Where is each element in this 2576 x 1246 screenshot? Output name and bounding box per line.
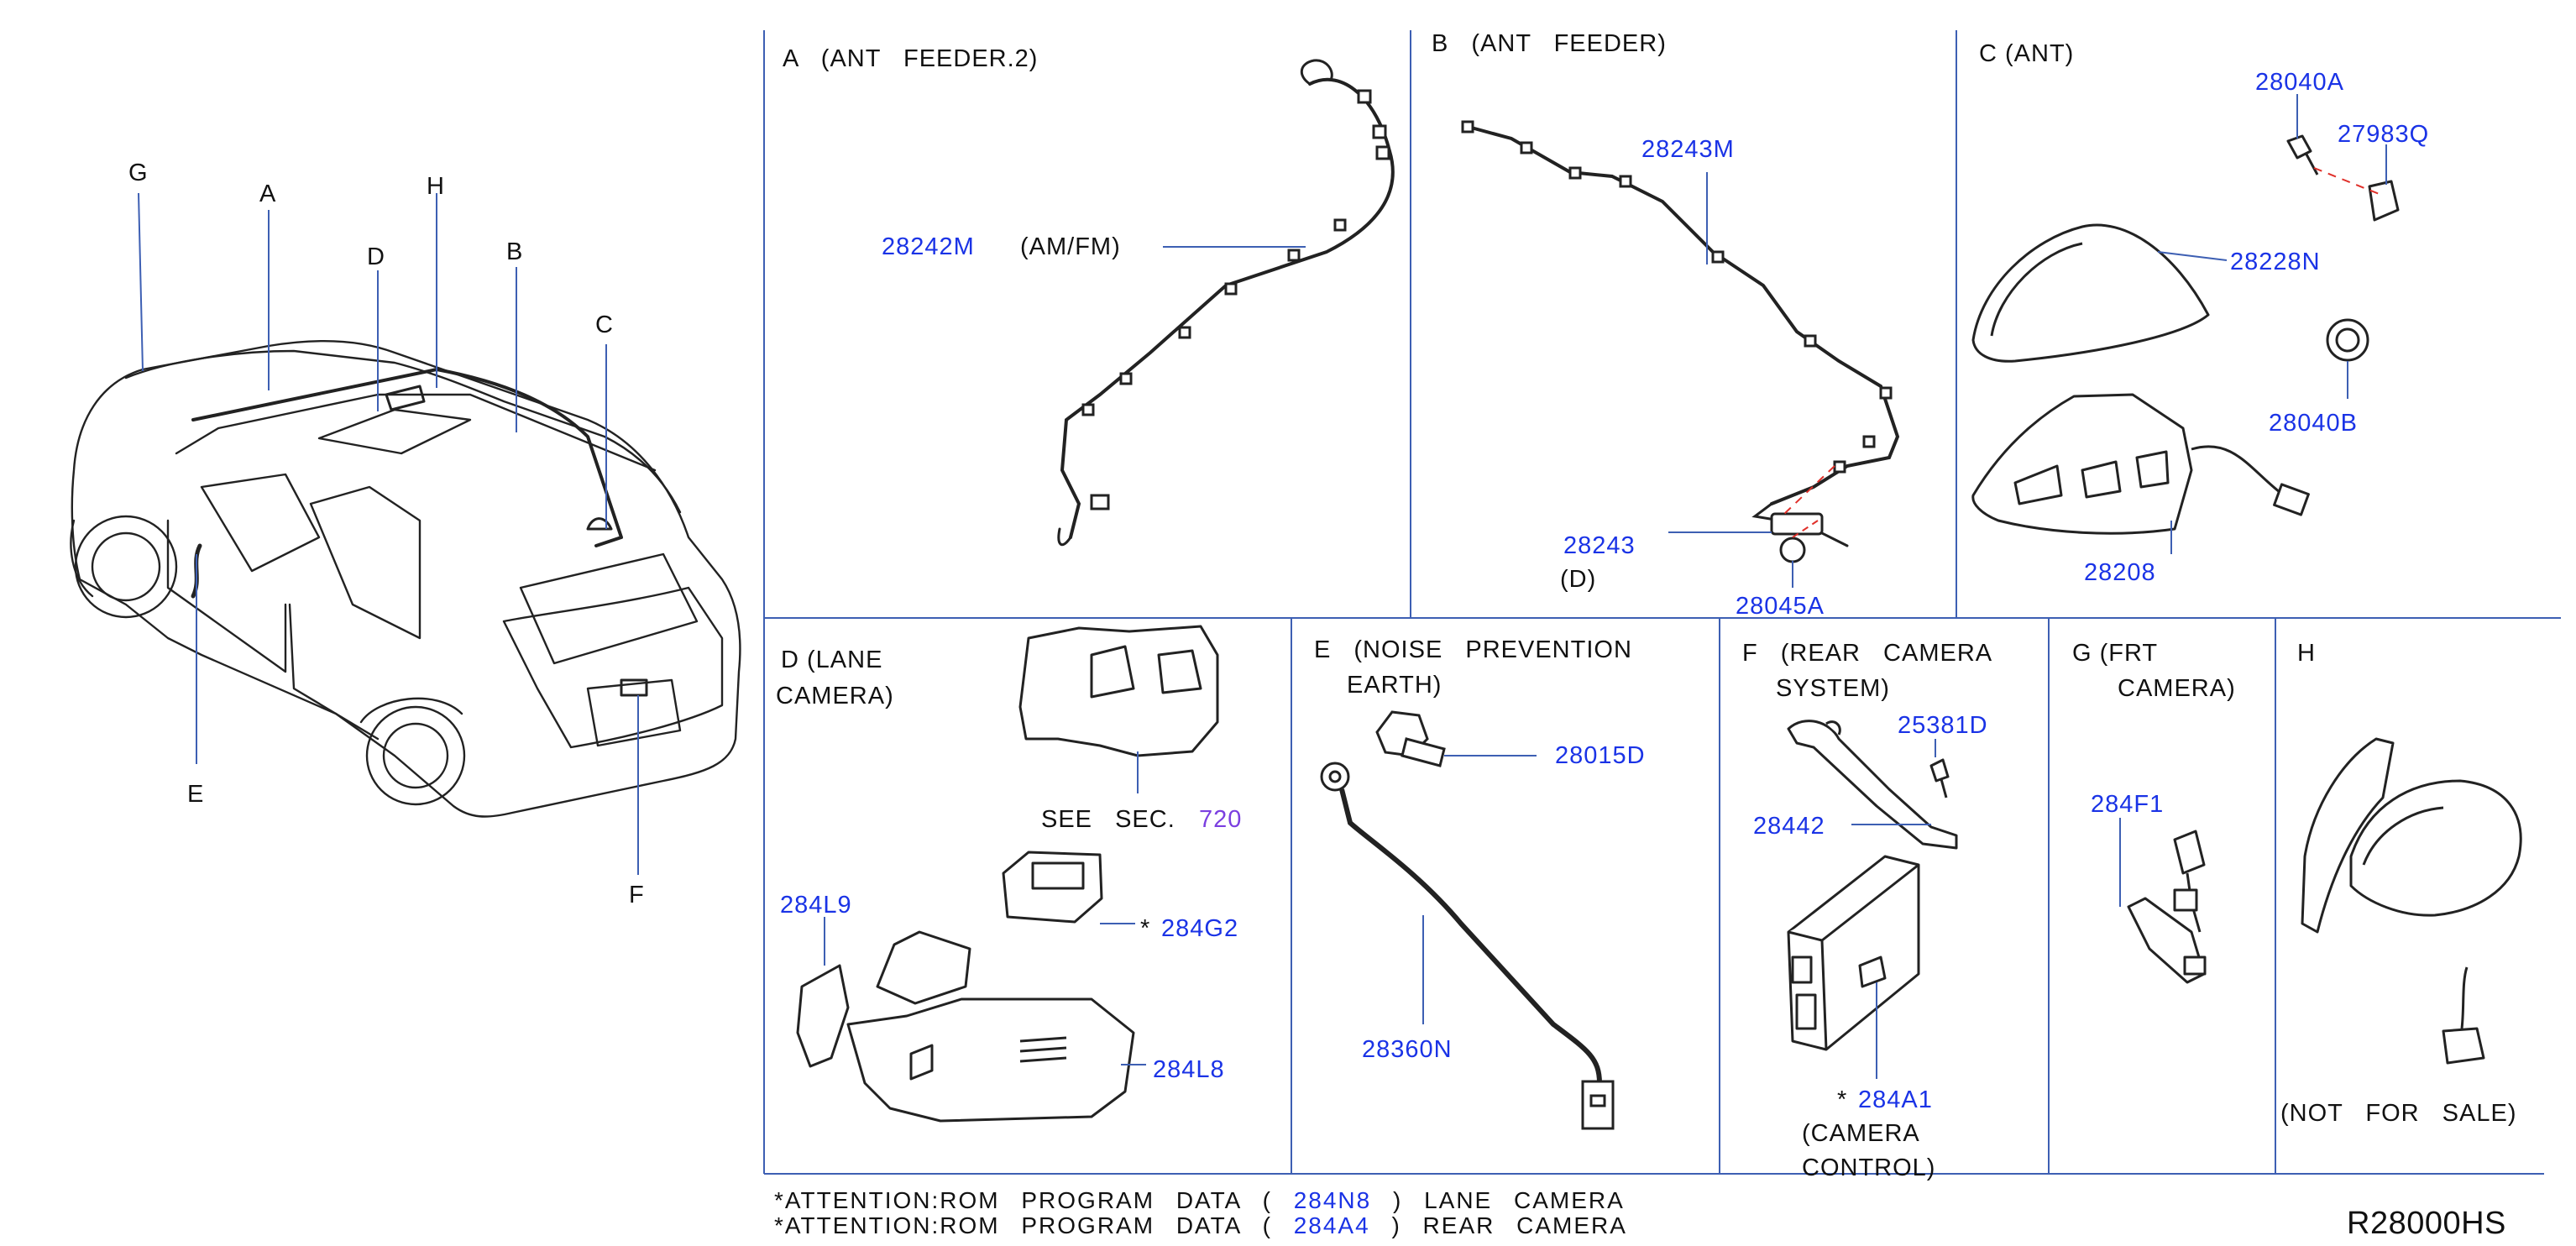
panel-h-note: (NOT FOR SALE) (2280, 1100, 2517, 1127)
part-28040B[interactable]: 28040B (2269, 410, 2358, 437)
noise-earth-parts (1320, 710, 1615, 1130)
panel-frame (763, 30, 2561, 1175)
panel-b-note: (D) (1560, 566, 1597, 593)
panel-a-title: A (ANT FEEDER.2) (783, 45, 1039, 72)
attention-line-1: *ATTENTION:ROM PROGRAM DATA ( 284N8 ) LA… (774, 1189, 1625, 1212)
part-28442[interactable]: 28442 (1753, 813, 1825, 840)
panel-b-title: B (ANT FEEDER) (1432, 30, 1667, 57)
vehicle-illustration (70, 339, 741, 818)
ant-feeder-harness (1463, 124, 1900, 547)
panel-f-title-line1: F (REAR CAMERA (1742, 640, 1993, 667)
callout-G: G (128, 160, 149, 186)
part-284F1[interactable]: 284F1 (2091, 791, 2165, 818)
part-28360N[interactable]: 28360N (1362, 1036, 1453, 1063)
callout-F: F (629, 882, 645, 908)
front-camera-parts (2127, 830, 2207, 984)
part-28015D[interactable]: 28015D (1555, 742, 1646, 769)
part-28243M[interactable]: 28243M (1641, 136, 1735, 163)
rear-camera-parts (1787, 720, 1958, 1051)
panel-f-note-line1: (CAMERA (1802, 1120, 1920, 1147)
attention-1-suffix: ) LANE CAMERA (1392, 1187, 1625, 1213)
ant-feeder-clips (1461, 120, 1893, 563)
part-284A1[interactable]: 284A1 (1858, 1086, 1933, 1113)
panel-e-title-line2: EARTH) (1347, 672, 1442, 699)
part-27983Q[interactable]: 27983Q (2338, 121, 2430, 148)
part-25381D[interactable]: 25381D (1898, 712, 1988, 739)
panel-e-title-line1: E (NOISE PREVENTION (1314, 636, 1632, 663)
attention-2-part[interactable]: 284A4 (1293, 1212, 1370, 1238)
attention-line-2: *ATTENTION:ROM PROGRAM DATA ( 284A4 ) RE… (774, 1214, 1627, 1238)
part-284L9[interactable]: 284L9 (780, 892, 852, 919)
callout-D: D (367, 243, 385, 270)
panel-f-note-line2: CONTROL) (1802, 1154, 1936, 1181)
panel-c-title: C (ANT) (1979, 40, 2075, 67)
callout-B: B (506, 238, 524, 265)
part-28242M[interactable]: 28242M (882, 233, 975, 260)
ant-feeder-2-harness (1057, 59, 1395, 547)
vehicle-leader-lines (138, 192, 639, 875)
panel-d-title-line1: D (LANE (781, 647, 883, 673)
ant-feeder-2-clips (1081, 89, 1390, 510)
panel-f-title-line2: SYSTEM) (1776, 675, 1890, 702)
panel-g-title-line2: CAMERA) (2118, 675, 2236, 702)
attention-1-part[interactable]: 284N8 (1293, 1187, 1372, 1213)
door-mirror-parts (2301, 737, 2522, 1065)
callout-H: H (427, 173, 445, 200)
dashed-leader-bolt (2313, 167, 2382, 196)
lane-camera-parts (796, 625, 1219, 1123)
panel-g-title-line1: G (FRT (2072, 640, 2159, 667)
panel-a-note: (AM/FM) (1020, 233, 1121, 260)
dashed-leader-28243 (1783, 465, 1835, 515)
leader-28228N (2157, 251, 2228, 261)
part-28243[interactable]: 28243 (1563, 532, 1636, 559)
diagram-reference: R28000HS (2347, 1206, 2506, 1241)
attention-1-prefix: *ATTENTION:ROM PROGRAM DATA ( (774, 1187, 1272, 1213)
panel-h-title: H (2297, 640, 2316, 667)
part-28228N[interactable]: 28228N (2230, 249, 2321, 275)
part-28208[interactable]: 28208 (2084, 559, 2156, 586)
see-sec-label: SEE SEC. (1041, 806, 1175, 833)
star-284A1: * (1837, 1086, 1848, 1113)
part-284L8[interactable]: 284L8 (1153, 1056, 1225, 1083)
star-284G2: * (1140, 915, 1151, 942)
section-ref-720[interactable]: 720 (1199, 806, 1243, 833)
callout-A: A (259, 181, 277, 207)
callout-E: E (187, 781, 205, 808)
antenna-parts (1971, 134, 2400, 535)
attention-2-prefix: *ATTENTION:ROM PROGRAM DATA ( (774, 1212, 1272, 1238)
part-28040A[interactable]: 28040A (2255, 69, 2344, 96)
panel-d-title-line2: CAMERA) (776, 683, 894, 709)
part-28045A[interactable]: 28045A (1736, 593, 1825, 620)
callout-C: C (595, 312, 614, 338)
part-284G2[interactable]: 284G2 (1161, 915, 1239, 942)
attention-2-suffix: ) REAR CAMERA (1391, 1212, 1627, 1238)
dashed-leader-28045A (1792, 520, 1819, 538)
